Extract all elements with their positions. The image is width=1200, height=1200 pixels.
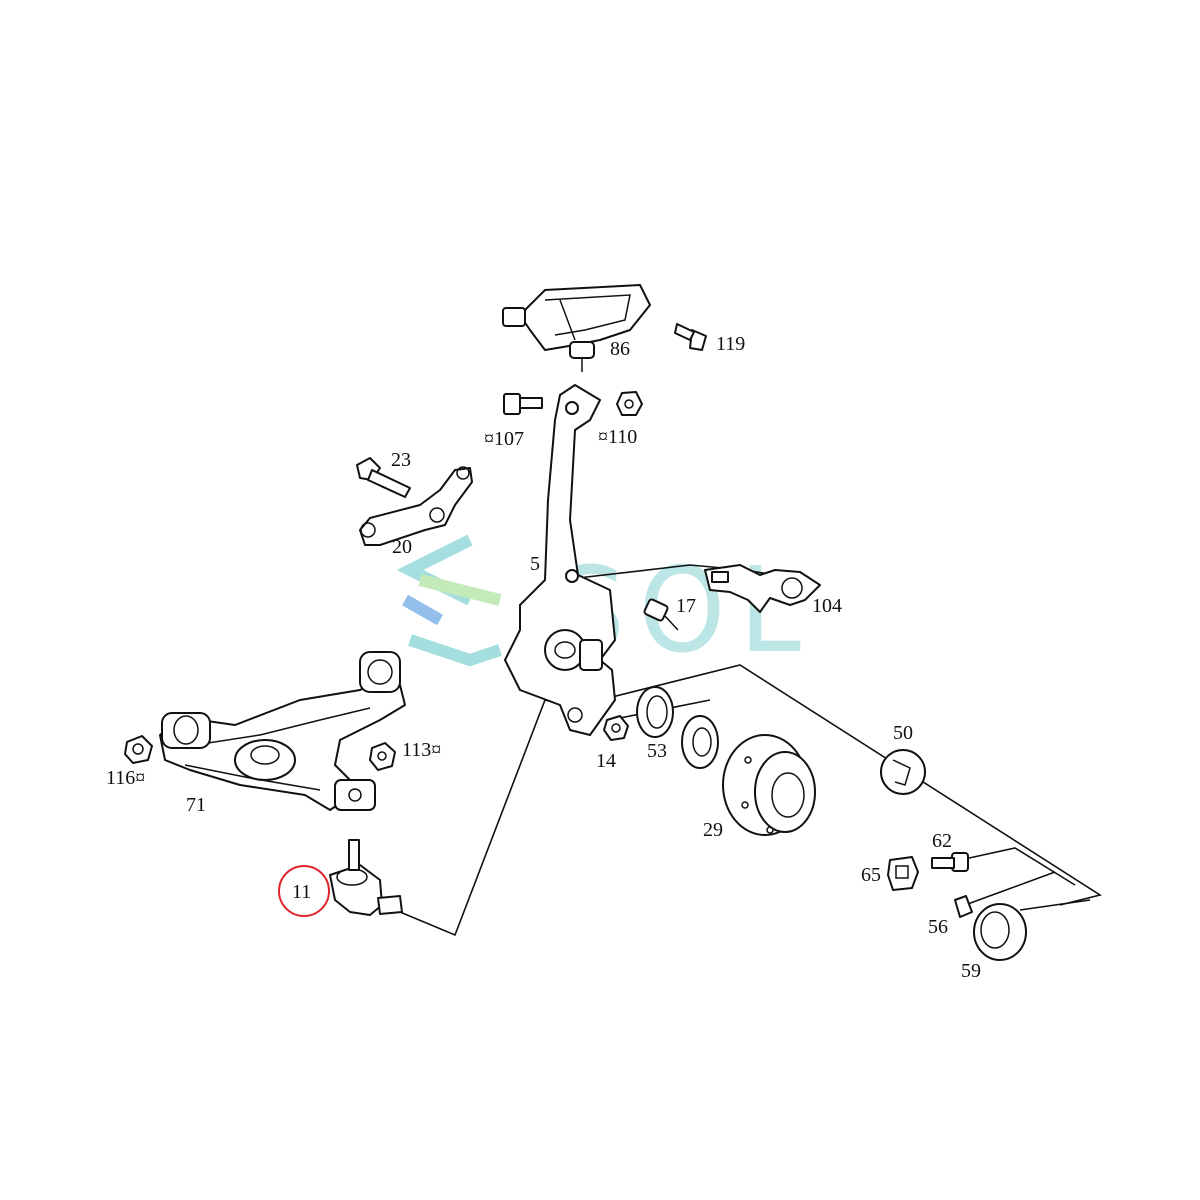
part-107-bolt [503,393,543,415]
part-71-lower-control-arm [159,651,406,811]
leader-line-56 [964,871,1056,906]
watermark-logo-stripe-blue [402,594,443,626]
upper-mount-body [519,284,651,351]
label-14: 14 [596,750,616,772]
leader-line-62 [959,847,1076,886]
label-116: 116¤ [106,767,145,789]
label-86: 86 [610,338,630,360]
part-17-stud [643,598,679,631]
part-86-upper-mount [502,284,651,372]
part-116-nut [124,735,153,764]
leader-lines [399,564,1102,937]
label-104: 104 [812,595,842,617]
part-20-steering-arm [359,466,473,546]
watermark-logo-stripe-green [418,574,502,606]
part-110-nut [616,391,643,416]
label-65: 65 [861,864,881,886]
label-20: 20 [392,536,412,558]
part-labels: 86 119 ¤107 ¤110 23 20 5 17 104 113¤ 116… [106,333,981,982]
part-23-bolt [356,457,411,498]
label-110: ¤110 [598,426,637,448]
part-56-sensor [954,895,973,918]
label-71: 71 [186,794,206,816]
watermark-logo-lower [408,634,502,667]
leader-line-hub [599,664,1102,906]
label-53: 53 [647,740,667,762]
part-50-tool [880,749,926,795]
label-56: 56 [928,916,948,938]
leader-line-11 [399,699,566,937]
label-29: 29 [703,819,723,841]
part-59-cap [973,903,1027,961]
part-11-ball-joint [329,839,403,916]
label-62: 62 [932,830,952,852]
part-104-bracket [704,564,821,613]
highlight-ring [278,865,330,917]
part-65-clamp [887,856,919,891]
part-62-bolt [931,852,969,872]
part-119-bolt [674,323,707,351]
part-14-nut [603,715,629,741]
label-17: 17 [676,595,696,617]
label-113: 113¤ [402,739,441,761]
label-5: 5 [530,553,540,575]
leader-line-59 [1019,899,1091,911]
part-113-nut [369,742,396,771]
part-53-seal [636,686,674,738]
label-23: 23 [391,449,411,471]
label-50: 50 [893,722,913,744]
label-59: 59 [961,960,981,982]
label-11: 11 [292,881,311,903]
label-107: ¤107 [484,428,524,450]
part-29-wheel-hub [681,715,816,836]
label-119: 119 [716,333,745,355]
part-5-steering-knuckle [504,384,616,736]
